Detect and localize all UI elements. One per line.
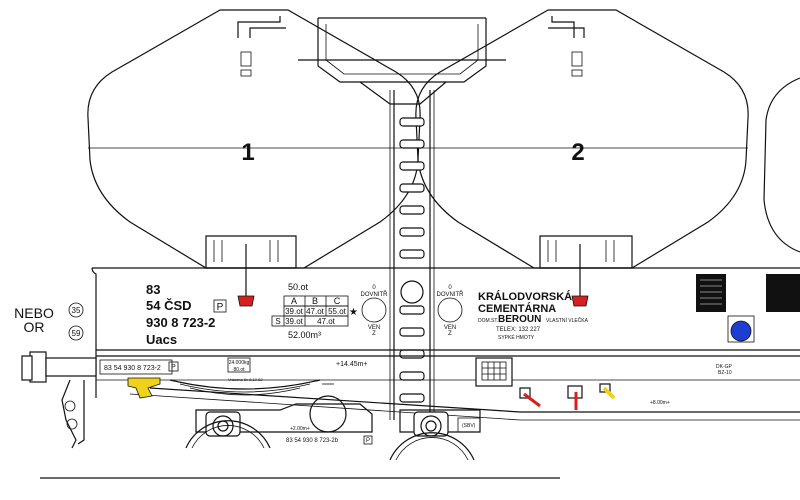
dial1-top1: 0 <box>372 285 376 291</box>
owner-city: BEROUN <box>498 314 541 325</box>
owner-line2: CEMENTÁRNA <box>478 302 556 315</box>
load-a1: 39.ot <box>285 307 304 316</box>
valve-dial-left: 0 DOVNITŘ VEN Z <box>361 285 389 337</box>
wagon-code-83: 83 <box>146 282 160 297</box>
alt-mark: NEBO OR 35 59 <box>14 302 84 341</box>
wagon-number-block: 83 54 ČSD P 930 8 723-2 Uacs <box>146 282 227 347</box>
wagon-code-54csd: 54 ČSD <box>146 298 192 313</box>
frame-p: P <box>171 364 176 371</box>
load-c1: 55.ot <box>328 307 347 316</box>
leaf-spring <box>169 379 321 396</box>
notice-plate <box>696 274 800 312</box>
buffer-left <box>21 351 97 383</box>
ladder-rungs <box>399 117 425 403</box>
right-distance: +8.00m+ <box>650 400 670 406</box>
bogie-right <box>389 409 481 461</box>
frame-length: +14.45m+ <box>336 361 368 368</box>
load-b1: 47.ot <box>306 307 325 316</box>
alt-mark-nebo: NEBO <box>14 305 54 321</box>
outlet-frame-left <box>205 235 297 307</box>
hopper-3-partial <box>763 77 800 253</box>
load-col-a: A <box>291 296 297 306</box>
dial2-bot1: VEN <box>444 325 456 331</box>
top-platform <box>298 17 506 105</box>
wagon-p-mark: P <box>217 302 224 313</box>
compartment-number-1: 1 <box>241 139 254 166</box>
underframe <box>91 267 800 421</box>
load-volume: 52.00m³ <box>288 330 321 340</box>
coupling <box>61 379 85 449</box>
owner-telex: TELEX: 132 227 <box>496 327 541 333</box>
top-handle-right <box>548 16 585 77</box>
owner-dom: DOM.ST. <box>478 318 498 324</box>
load-top: 50.ot <box>288 282 309 292</box>
owner-inscription: KRÁLODVORSKÁ CEMENTÁRNA DOM.ST. BEROUN V… <box>478 290 589 341</box>
dk-mark-1: DK-GP <box>716 364 733 370</box>
valve-dial-right: 0 DOVNITŘ VEN Z <box>437 285 465 337</box>
bogie-p: P <box>366 438 370 444</box>
lamp-bracket <box>475 357 513 387</box>
load-table: 50.ot A B C 39.ot 47.ot 55.ot ★ S 39.ot … <box>271 282 358 340</box>
mass-box: 24.000kg 80.ot Vrácena 8v 8.10.82 <box>227 357 263 382</box>
load-b2: 47.ot <box>317 317 336 326</box>
owner-goods: SYPKÉ HMOTY <box>498 334 535 341</box>
top-handle-left <box>237 16 286 77</box>
alt-mark-or: OR <box>24 319 45 335</box>
owner-line1: KRÁLODVORSKÁ <box>478 290 572 303</box>
bogie-number: 83 54 930 8 723-2b <box>286 438 339 444</box>
dial2-bot2: Z <box>448 331 452 337</box>
dial2-top1: 0 <box>448 285 452 291</box>
compartment-number-2: 2 <box>571 139 584 166</box>
frame-number: 83 54 930 8 723-2 <box>104 365 161 372</box>
load-col-b: B <box>312 296 318 306</box>
load-col-c: C <box>334 296 341 306</box>
sbv-mark: (SBV) <box>462 423 476 429</box>
dial1-bot2: Z <box>372 331 376 337</box>
load-star: ★ <box>349 307 358 318</box>
dial1-top2: DOVNITŘ <box>361 290 389 298</box>
frame-revision: Vrácena 8v 8.10.82 <box>228 377 263 382</box>
dial2-top2: DOVNITŘ <box>437 290 465 298</box>
dial1-bot1: VEN <box>368 325 380 331</box>
wagon-number: 930 8 723-2 <box>146 315 215 330</box>
frame-number-box: 83 54 930 8 723-2 P <box>99 359 179 375</box>
bogie-distance: +2.00m+ <box>290 426 310 432</box>
ladder <box>389 90 435 420</box>
wagon-class: Uacs <box>146 332 177 347</box>
speed-mark-b: 59 <box>72 329 81 338</box>
owner-siding: VLASTNÍ VLEČKA <box>546 317 589 324</box>
speed-mark-a: 35 <box>72 306 81 315</box>
brake-hose-coupling <box>127 377 161 399</box>
frame-mass1: 24.000kg <box>229 360 250 366</box>
handbrake-levers <box>519 383 616 410</box>
bogie-left <box>185 395 373 449</box>
load-a2: 39.ot <box>285 317 304 326</box>
load-s: S <box>275 317 280 326</box>
dk-mark-2: BZ-10 <box>718 370 732 376</box>
frame-mass2: 80.ot <box>233 367 245 373</box>
blue-disc-marker <box>727 315 755 343</box>
